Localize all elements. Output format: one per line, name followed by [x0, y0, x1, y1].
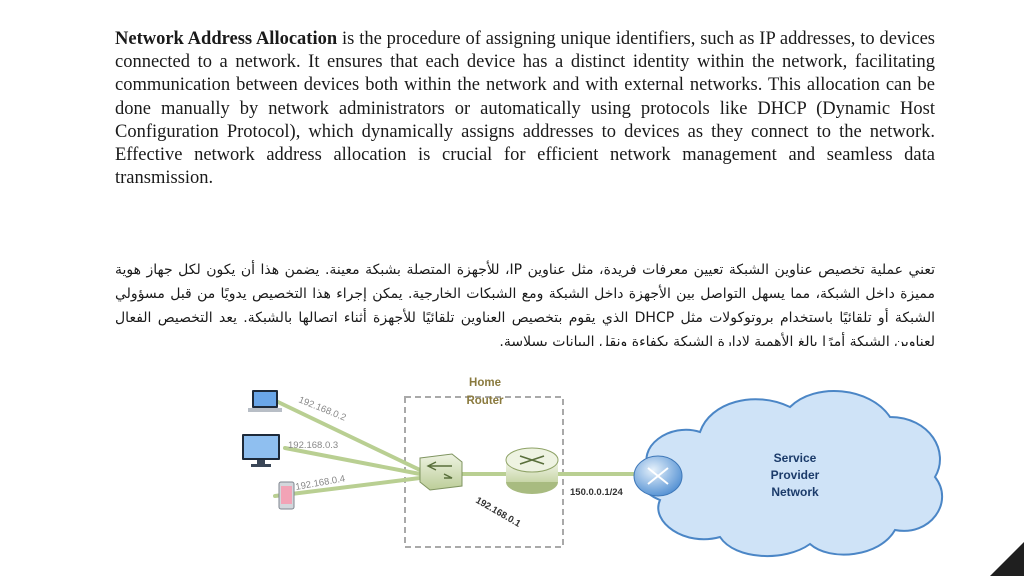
home-router-title-line1: Home — [469, 377, 501, 389]
english-paragraph: Network Address Allocation is the proced… — [115, 28, 935, 190]
cloud-label-line2: Provider — [771, 468, 820, 482]
arabic-paragraph: تعني عملية تخصيص عناوين الشبكة تعيين معر… — [115, 262, 935, 346]
ip-laptop: 192.168.0.2 — [297, 395, 348, 424]
english-body: is the procedure of assigning unique ide… — [115, 29, 936, 189]
ip-desktop: 192.168.0.3 — [288, 440, 338, 451]
connection-lines — [273, 400, 657, 498]
cloud-label-line1: Service — [774, 451, 817, 465]
switch-icon — [419, 453, 463, 491]
laptop-icon — [248, 390, 282, 412]
cloud-shape — [642, 390, 944, 558]
term-bold: Network Address Allocation — [115, 29, 338, 49]
network-diagram: 192.168.0.2 192.168.0.3 192.168.0.4 Home… — [242, 377, 944, 558]
home-router-title-line2: Router — [466, 395, 504, 407]
ip-router-lan: 192.168.0.1 — [474, 495, 524, 530]
cloud-label-line3: Network — [771, 485, 819, 499]
phone-icon — [278, 481, 295, 510]
router-icon — [505, 447, 559, 494]
ip-wan: 150.0.0.1/24 — [570, 487, 624, 498]
desktop-icon — [242, 434, 280, 467]
corner-accent — [990, 542, 1024, 576]
isp-router-icon — [633, 455, 683, 497]
